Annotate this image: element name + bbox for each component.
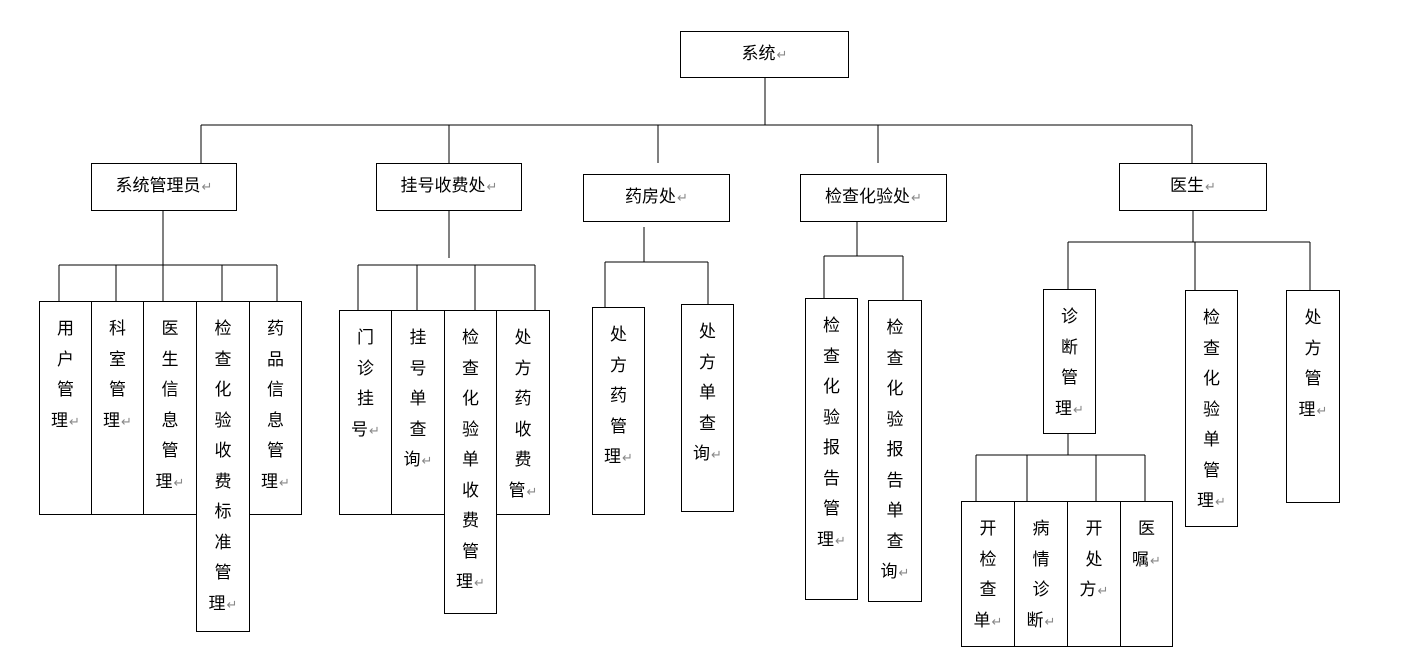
leaf-department-management: 科室管理↵	[91, 301, 144, 515]
leaf-medical-advice: 医嘱↵	[1120, 501, 1173, 647]
leaf-lab-order-charge-management: 检查化验单收费管理↵	[444, 310, 497, 614]
leaf-open-exam-order: 开检查单↵	[961, 501, 1015, 647]
leaf-lab-order-management: 检查化验单管理↵	[1185, 290, 1238, 527]
leaf-label: 开检查单↵	[973, 519, 1003, 631]
leaf-label: 检查化验收费标准管理↵	[208, 319, 238, 614]
node-system-admin: 系统管理员↵	[91, 163, 237, 211]
leaf-diagnosis-management: 诊断管理↵	[1043, 289, 1096, 434]
leaf-lab-fee-standard-management: 检查化验收费标准管理↵	[196, 301, 250, 632]
leaf-condition-diagnosis: 病情诊断↵	[1014, 501, 1068, 647]
leaf-label: 挂号单查询↵	[403, 328, 433, 470]
node-label: 检查化验处	[825, 187, 911, 207]
leaf-doctor-info-management: 医生信息管理↵	[143, 301, 197, 515]
leaf-prescription-query: 处方单查询↵	[681, 304, 734, 512]
leaf-label: 开处方↵	[1079, 519, 1109, 600]
leaf-label: 药品信息管理↵	[261, 319, 290, 492]
leaf-drug-info-management: 药品信息管理↵	[249, 301, 302, 515]
node-registration-office: 挂号收费处↵	[376, 163, 522, 211]
root-node-system: 系统↵	[680, 31, 849, 78]
leaf-label: 用户管理↵	[51, 319, 80, 431]
node-lab-office: 检查化验处↵	[800, 174, 947, 222]
leaf-label: 科室管理↵	[103, 319, 132, 431]
leaf-label: 处方药收费管↵	[508, 328, 538, 501]
node-label: 系统	[741, 43, 776, 64]
leaf-label: 处方管理↵	[1298, 308, 1328, 420]
leaf-registration-query: 挂号单查询↵	[391, 310, 445, 515]
leaf-prescription-drug-charge: 处方药收费管↵	[496, 310, 550, 515]
leaf-label: 诊断管理↵	[1055, 307, 1084, 419]
leaf-label: 病情诊断↵	[1026, 519, 1056, 631]
return-mark: ↵	[201, 180, 213, 195]
leaf-prescription-drug-management: 处方药管理↵	[592, 307, 645, 515]
return-mark: ↵	[486, 180, 498, 195]
leaf-label: 处方单查询↵	[693, 322, 722, 464]
node-label: 挂号收费处	[400, 176, 486, 196]
leaf-label: 检查化验报告单查询↵	[880, 318, 910, 582]
leaf-prescription-management: 处方管理↵	[1286, 290, 1340, 503]
leaf-user-management: 用户管理↵	[39, 301, 92, 515]
leaf-label: 处方药管理↵	[604, 325, 633, 467]
return-mark: ↵	[911, 191, 922, 206]
node-label: 药房处	[625, 187, 677, 207]
return-mark: ↵	[1205, 180, 1216, 195]
leaf-lab-report-query: 检查化验报告单查询↵	[868, 300, 922, 602]
leaf-outpatient-registration: 门诊挂号↵	[339, 310, 392, 515]
leaf-prescribe: 开处方↵	[1067, 501, 1121, 647]
node-label: 系统管理员	[115, 176, 201, 196]
leaf-lab-report-management: 检查化验报告管理↵	[805, 298, 858, 600]
leaf-label: 医嘱↵	[1132, 519, 1161, 570]
return-mark: ↵	[677, 191, 688, 206]
leaf-label: 医生信息管理↵	[155, 319, 185, 492]
node-doctor: 医生↵	[1119, 163, 1267, 211]
node-label: 医生	[1170, 176, 1205, 196]
leaf-label: 检查化验报告管理↵	[817, 316, 846, 550]
leaf-label: 检查化验单管理↵	[1197, 308, 1226, 511]
return-mark: ↵	[776, 47, 788, 63]
leaf-label: 检查化验单收费管理↵	[456, 328, 485, 592]
node-pharmacy: 药房处↵	[583, 174, 730, 222]
leaf-label: 门诊挂号↵	[351, 328, 380, 440]
